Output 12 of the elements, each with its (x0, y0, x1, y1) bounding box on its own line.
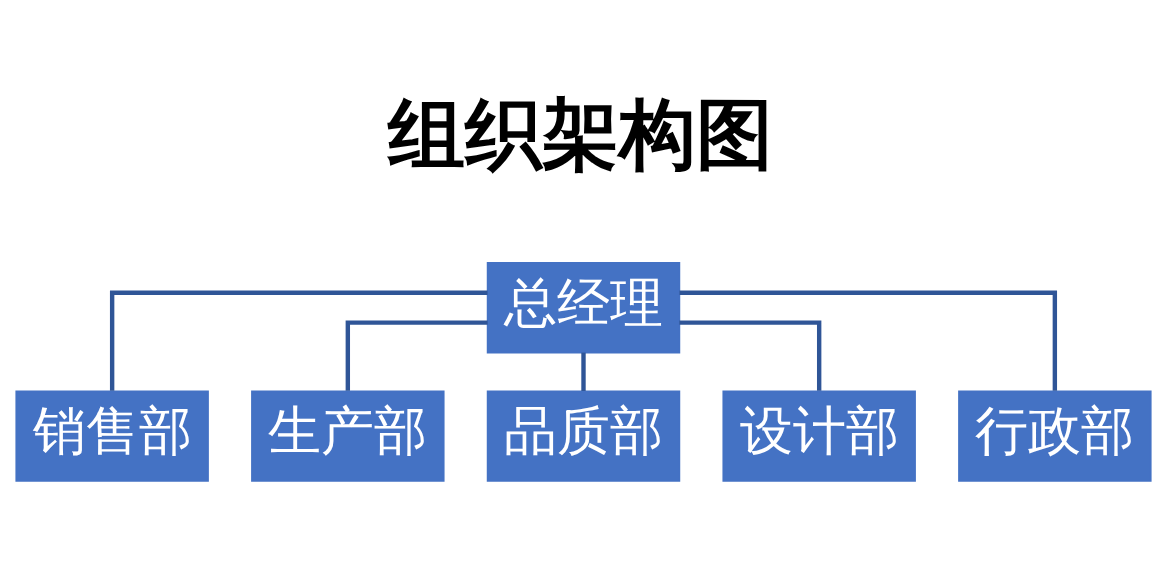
connector (109, 290, 488, 391)
node-box: 总经理 (486, 261, 681, 353)
connector (679, 290, 1058, 391)
node-box: 设计部 (722, 389, 916, 482)
connector (345, 320, 488, 391)
diagram-title: 组织架构图 (388, 88, 774, 179)
connector (679, 320, 822, 391)
node-box: 生产部 (251, 389, 445, 482)
node-box: 品质部 (486, 389, 681, 482)
connector (581, 352, 586, 391)
node-box: 销售部 (15, 389, 209, 482)
node-box: 行政部 (958, 389, 1152, 482)
